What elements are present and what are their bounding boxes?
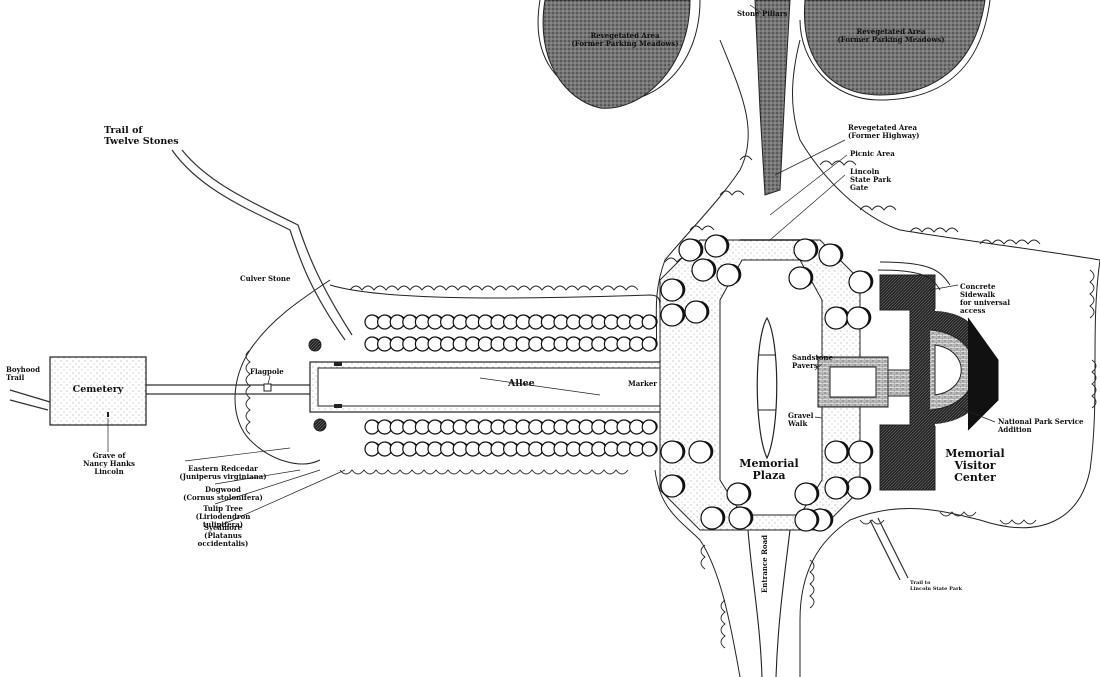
label-culver-stone: Culver Stone <box>240 274 291 283</box>
tree-canopies <box>364 234 874 532</box>
plaza-island <box>756 316 778 460</box>
label-trail-state-park: Trail to Lincoln State Park <box>910 580 963 592</box>
tree-shadow <box>821 508 834 530</box>
tree-shadow <box>859 476 872 498</box>
tree-shadow <box>831 243 844 265</box>
label-nps-addition: National Park Service Addition <box>998 417 1084 434</box>
label-cemetery: Cemetery <box>72 384 124 395</box>
tree-shadow <box>701 440 714 462</box>
tree-shadow <box>649 441 658 456</box>
label-allee: Allee <box>508 378 535 389</box>
tree-shadow <box>649 314 658 329</box>
revegetated-highway <box>754 0 791 196</box>
leader-lines <box>107 4 996 529</box>
tree-shadow <box>807 482 820 504</box>
label-gravel-walk: Gravel Walk <box>788 411 814 428</box>
tree-shadow <box>729 263 742 285</box>
entrance-road <box>747 529 791 677</box>
label-memorial-plaza: Memorial Plaza <box>739 457 799 482</box>
label-revegetated-right: Revegetated Area (Former Parking Meadows… <box>837 27 945 44</box>
tree-shadow <box>673 278 686 300</box>
woodland-edge <box>234 0 1100 677</box>
revegetated-area-right <box>803 0 986 96</box>
tree-shadow <box>673 303 686 325</box>
tree-shadow <box>704 258 717 280</box>
tree-shadow <box>837 440 850 462</box>
tree-shadow <box>717 234 730 256</box>
label-flagpole: Flagpole <box>250 367 284 376</box>
tree-shadow <box>713 506 726 528</box>
tree-shadow <box>649 336 658 351</box>
label-boyhood-trail: Boyhood Trail <box>6 365 40 382</box>
tree-shadow <box>649 419 658 434</box>
label-picnic-area: Picnic Area <box>850 149 895 158</box>
tree-shadow <box>861 270 874 292</box>
tree-shadow <box>673 440 686 462</box>
tree-shadow <box>861 440 874 462</box>
label-sandstone-pavers: Sandstone Pavers <box>792 353 833 370</box>
label-state-park-gate: Lincoln State Park Gate <box>850 167 892 192</box>
label-stone-pillars: Stone Pillars <box>737 9 788 18</box>
label-revegetated-left: Revegetated Area (Former Parking Meadows… <box>571 31 679 48</box>
label-entrance-road: Entrance Road <box>760 534 769 594</box>
label-revegetated-highway: Revegetated Area (Former Highway) <box>848 123 920 140</box>
tree-shadow <box>807 508 820 530</box>
tree-shadow <box>697 300 710 322</box>
label-trail-twelve-stones: Trail of Twelve Stones <box>104 125 179 147</box>
tree-shadow <box>801 266 814 288</box>
label-sycamore: Sycamore (Platanus occidentalis) <box>197 523 249 548</box>
label-grave: Grave of Nancy Hanks Lincoln <box>83 451 135 476</box>
tree-shadow <box>837 306 850 328</box>
tree-shadow <box>673 474 686 496</box>
label-dogwood: Dogwood (Cornus stolonifera) <box>183 485 263 502</box>
label-concrete-sidewalk: Concrete Sidewalk for universal access <box>960 282 1010 315</box>
tree-shadow <box>859 306 872 328</box>
tree-shadow <box>806 238 819 260</box>
label-eastern-redcedar: Eastern Redcedar (Juniperus virginiana) <box>179 464 267 481</box>
tree-shadow <box>741 506 754 528</box>
tree-shadow <box>739 482 752 504</box>
label-marker: Marker <box>628 379 657 388</box>
cemetery-plot <box>49 356 147 426</box>
label-visitor-center: Memorial Visitor Center <box>945 447 1005 484</box>
revegetated-area-left <box>542 0 691 109</box>
tree-shadow <box>691 238 704 260</box>
label-tulip-tree: Tulip Tree (Liriodendron tulipifera) <box>195 504 251 529</box>
tree-shadow <box>837 476 850 498</box>
